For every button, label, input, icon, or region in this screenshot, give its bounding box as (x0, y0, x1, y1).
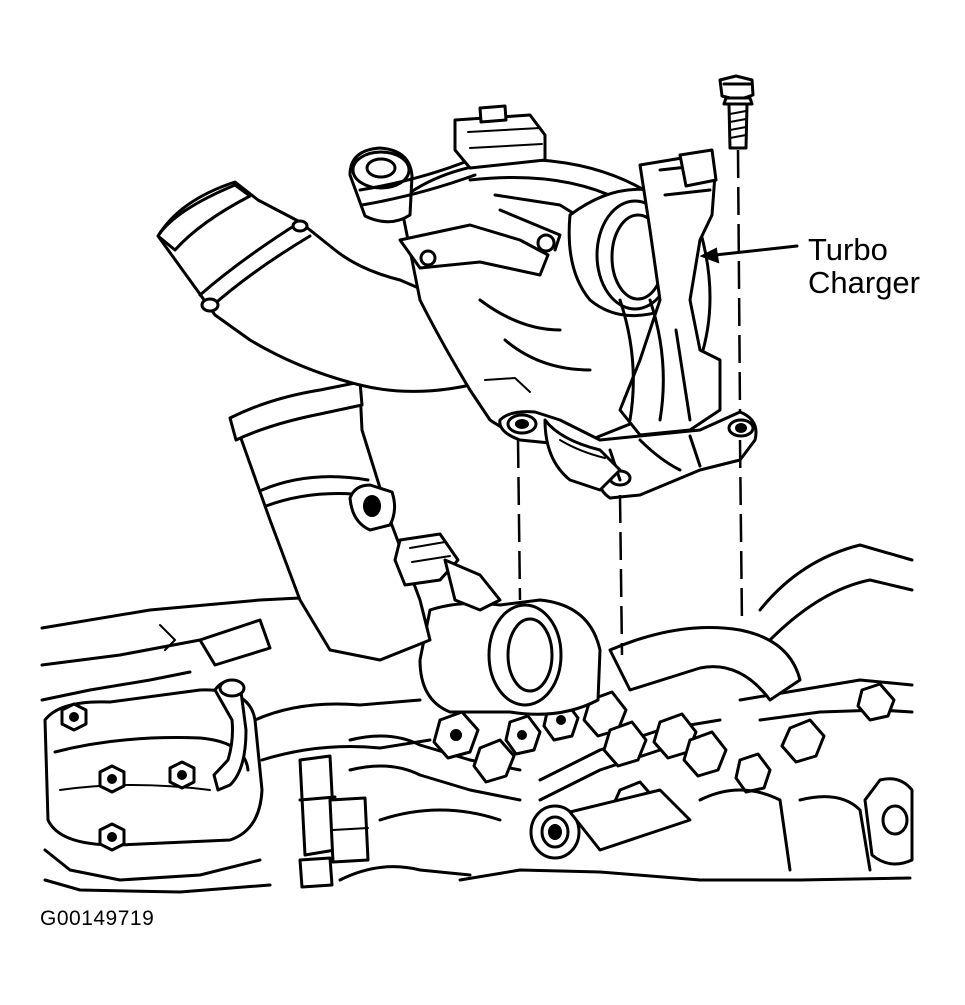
callout-leader (699, 244, 799, 264)
bolt (98, 822, 126, 852)
turbo-charger-label-line2: Charger (808, 265, 920, 300)
turbo-charger-label-line1: Turbo (808, 232, 888, 267)
intake-pipe (159, 380, 502, 667)
fitting-nut (504, 714, 542, 756)
alignment-lines (516, 149, 744, 656)
bolt (98, 764, 126, 794)
bolt (856, 682, 896, 722)
engine-block-drawing (40, 543, 914, 894)
fitting-nut (602, 720, 648, 768)
fitting-nut (472, 738, 516, 784)
fitting-nut (734, 752, 772, 794)
fitting-nut (682, 730, 728, 778)
mounting-bolt (718, 74, 755, 150)
bolt (60, 702, 88, 732)
coolant-hose (608, 626, 802, 702)
figure-id: G00149719 (40, 907, 155, 930)
fitting-nut (780, 718, 826, 764)
bolt (168, 760, 196, 790)
turbo-charger-label: Turbo Charger (808, 233, 920, 299)
fitting-nut (432, 710, 480, 760)
plug (529, 804, 581, 860)
turbocharger (156, 104, 758, 500)
outlet-hose (418, 598, 602, 716)
